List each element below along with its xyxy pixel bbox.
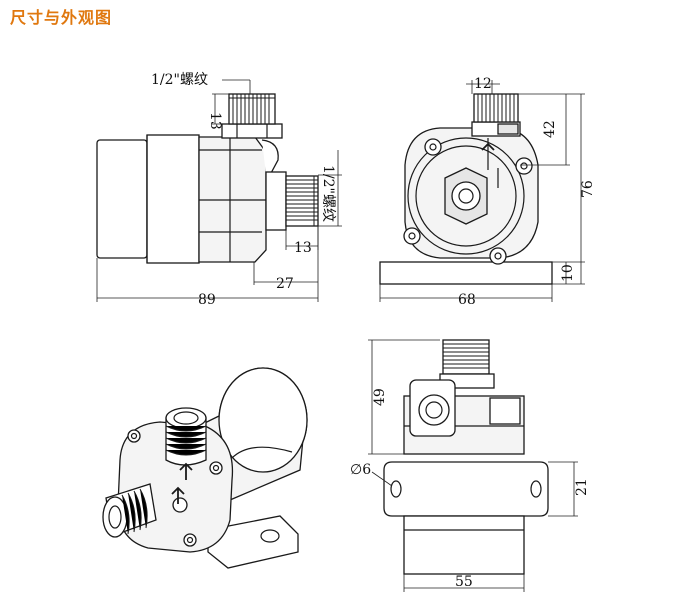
page-title: 尺寸与外观图 (10, 8, 113, 27)
dim-10: 10 (560, 264, 576, 282)
thread-label-top: 1/2"螺纹 (151, 72, 208, 88)
isometric-view (102, 367, 308, 569)
dim-6: ∅6 (350, 462, 371, 478)
thread-label-side: 1/2"螺纹 (320, 165, 336, 222)
dim-21: 21 (574, 478, 590, 496)
side-view: 12 42 76 10 68 (379, 76, 596, 308)
dim-12: 12 (474, 76, 492, 92)
dim-55: 55 (455, 574, 473, 590)
bottom-view: 49 ∅6 21 55 (350, 339, 590, 592)
front-view: 1/2"螺纹 13 1/2"螺纹 13 27 89 (96, 72, 342, 308)
dim-27: 27 (276, 276, 294, 292)
dim-42: 42 (542, 120, 558, 138)
dim-68: 68 (458, 292, 476, 308)
dim-13-side: 13 (294, 240, 312, 256)
dim-13-top: 13 (207, 112, 223, 130)
dim-89: 89 (198, 292, 216, 308)
dim-76: 76 (580, 180, 596, 198)
dim-49: 49 (372, 388, 388, 406)
